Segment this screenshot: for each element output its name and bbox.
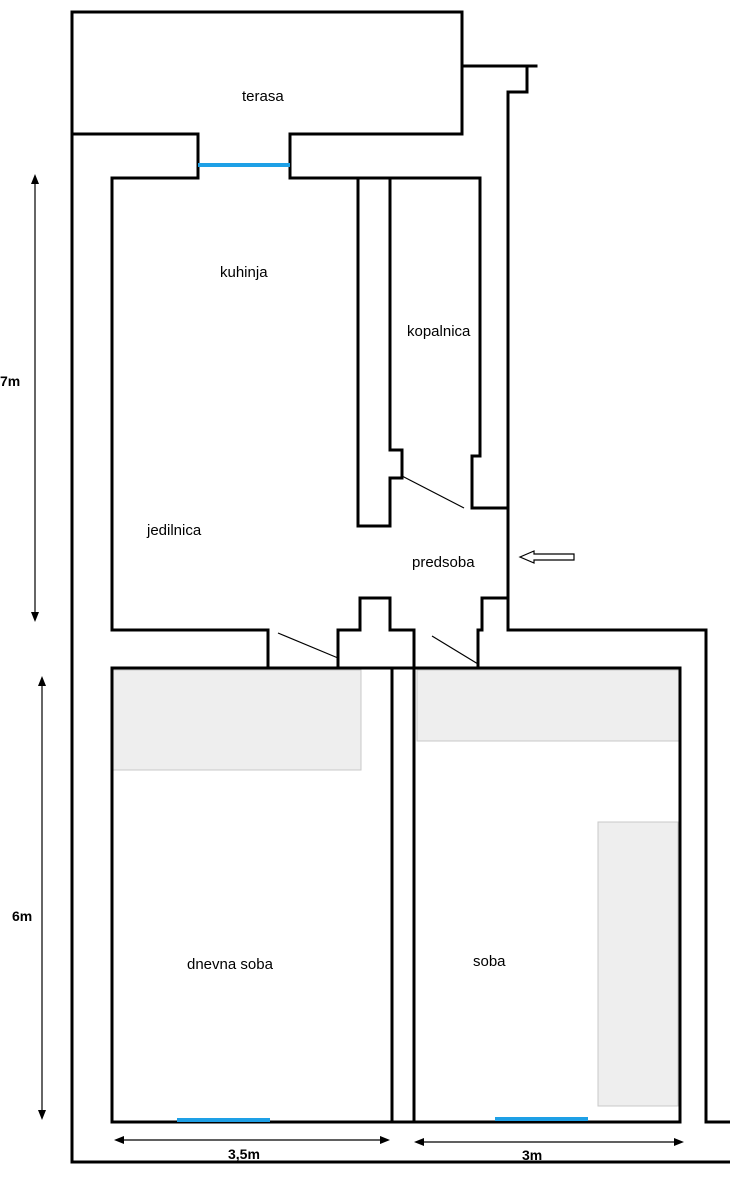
label-predsoba: predsoba <box>412 554 475 571</box>
dim-arrow-upper-bottom <box>31 612 39 622</box>
dim-arrow-left-end <box>380 1136 390 1144</box>
door-soba <box>431 635 479 665</box>
furniture <box>111 669 680 1107</box>
doors <box>277 475 479 665</box>
dimension-labels: 7m 6m 3,5m 3m <box>0 373 542 1163</box>
dim-arrow-right-end <box>674 1138 684 1146</box>
dimension-lines <box>31 174 684 1146</box>
label-kuhinja: kuhinja <box>220 264 268 281</box>
entrance-arrow-icon <box>518 550 575 564</box>
dim-arrow-lower-bottom <box>38 1110 46 1120</box>
dim-label-lower: 6m <box>12 908 32 924</box>
dim-label-right: 3m <box>522 1147 542 1163</box>
wall-kitchen-left <box>110 176 270 670</box>
furniture-dnevna-top <box>111 669 362 771</box>
label-dnevna-soba: dnevna soba <box>187 956 274 973</box>
dim-label-upper: 7m <box>0 373 20 389</box>
wall-hall-center <box>336 596 416 670</box>
dim-arrow-right-start <box>414 1138 424 1146</box>
wall-terrace <box>70 10 464 180</box>
windows <box>177 163 588 1122</box>
label-jedilnica: jedilnica <box>146 522 202 539</box>
wall-terrace-left <box>70 132 200 180</box>
furniture-soba-side <box>597 821 679 1107</box>
dim-arrow-lower-top <box>38 676 46 686</box>
wall-outer-left <box>70 132 730 1164</box>
wall-hall-pillar-right <box>476 596 510 670</box>
wall-soba <box>412 666 682 1124</box>
wall-bathroom-pillar <box>356 176 404 528</box>
label-terasa: terasa <box>242 88 284 105</box>
room-labels: terasa kuhinja kopalnica jedilnica preds… <box>146 88 506 973</box>
label-soba: soba <box>473 953 506 970</box>
wall-stair <box>506 64 730 1124</box>
dim-arrow-upper-top <box>31 174 39 184</box>
door-dining <box>277 632 339 659</box>
door-bathroom <box>401 475 465 509</box>
walls <box>70 10 730 1164</box>
furniture-soba-top <box>416 669 680 742</box>
wall-kitchen-top-right <box>288 176 510 510</box>
dim-arrow-left-start <box>114 1136 124 1144</box>
label-kopalnica: kopalnica <box>407 323 471 340</box>
dim-label-left: 3,5m <box>228 1146 260 1162</box>
wall-corridor-strip <box>390 666 416 1124</box>
